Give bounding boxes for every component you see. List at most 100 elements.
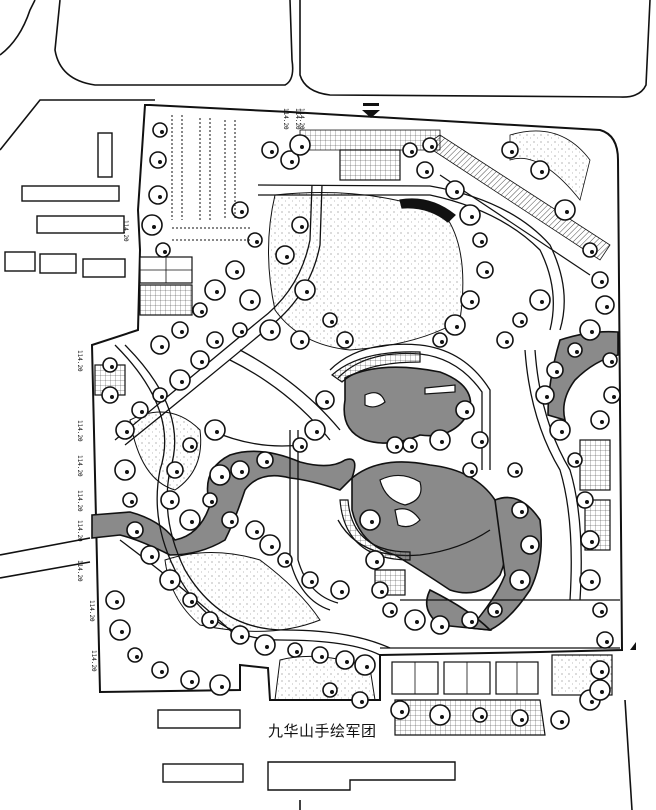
tree-canopy: [512, 312, 528, 328]
tree-canopy: [579, 569, 601, 591]
tree-canopy-shadow: [110, 395, 114, 399]
tree-canopy-shadow: [175, 470, 179, 474]
tree-canopy-shadow: [250, 300, 254, 304]
watermark-text: 九华山手绘军团: [268, 722, 377, 740]
western-channel: [91, 450, 356, 556]
tree-canopy-shadow: [530, 545, 534, 549]
tree-canopy-shadow: [495, 610, 499, 614]
tree-canopy-shadow: [590, 540, 594, 544]
tree-canopy: [590, 410, 610, 430]
entrance-arrow-icon: [630, 642, 636, 650]
tree-canopy-shadow: [270, 150, 274, 154]
tree-canopy: [101, 386, 119, 404]
tree-canopy: [422, 137, 438, 153]
tree-canopy: [591, 271, 609, 289]
tree-canopy-shadow: [170, 580, 174, 584]
tree-canopy-shadow: [300, 225, 304, 229]
tree-canopy-shadow: [590, 700, 594, 704]
tree-canopy: [127, 647, 143, 663]
tree-canopy: [322, 312, 338, 328]
tree-canopy: [520, 535, 540, 555]
tree-canopy: [402, 142, 418, 158]
tree-canopy: [245, 520, 265, 540]
tree-canopy-shadow: [160, 345, 164, 349]
tree-canopy: [259, 319, 281, 341]
tree-canopy: [160, 490, 180, 510]
tree-canopy-shadow: [540, 300, 544, 304]
tree-canopy-shadow: [330, 690, 334, 694]
tree-canopy: [404, 609, 426, 631]
tree-canopy-shadow: [315, 430, 319, 434]
tree-canopy-shadow: [240, 470, 244, 474]
tree-canopy-shadow: [300, 445, 304, 449]
elevation-label: 114.20: [298, 108, 305, 130]
tree-canopy-shadow: [520, 580, 524, 584]
west-street: [0, 537, 91, 579]
central-lawn: [268, 192, 464, 351]
tree-canopy: [231, 201, 249, 219]
tree-canopy: [429, 704, 451, 726]
tree-canopy-shadow: [575, 350, 579, 354]
tree-canopy-shadow: [255, 530, 259, 534]
tree-canopy: [549, 419, 571, 441]
islands: [364, 384, 456, 528]
tree-canopy-shadow: [440, 625, 444, 629]
tree-canopy: [460, 290, 480, 310]
tree-canopy: [247, 232, 263, 248]
tree-canopy-shadow: [305, 290, 309, 294]
tree-canopy-shadow: [295, 650, 299, 654]
tree-canopy: [126, 521, 144, 539]
tree-canopy-shadow: [285, 255, 289, 259]
tree-canopy-shadow: [255, 240, 259, 244]
tree-canopy: [202, 492, 218, 508]
tree-canopy: [149, 151, 167, 169]
tree-canopy-shadow: [470, 215, 474, 219]
tree-canopy: [122, 492, 138, 508]
tree-canopy: [476, 261, 494, 279]
tree-canopy: [429, 429, 451, 451]
tree-canopy-shadow: [163, 250, 167, 254]
tree-canopy-shadow: [110, 365, 114, 369]
tree-canopy-shadow: [270, 330, 274, 334]
tree-canopy-shadow: [200, 360, 204, 364]
tree-canopy-shadow: [240, 330, 244, 334]
tree-canopy-shadow: [590, 250, 594, 254]
tree-canopy-shadow: [590, 330, 594, 334]
elevation-label: 114.20: [122, 220, 129, 242]
tree-canopy-shadow: [600, 280, 604, 284]
tree-canopy-shadow: [152, 225, 156, 229]
tree-canopy: [225, 260, 245, 280]
south-lawn: [164, 552, 321, 632]
tree-canopy-shadow: [480, 240, 484, 244]
tree-canopy-shadow: [600, 610, 604, 614]
tree-canopy: [330, 580, 350, 600]
elevation-label: 114.20: [90, 650, 97, 672]
tree-canopy-shadow: [270, 545, 274, 549]
tree-canopy: [192, 302, 208, 318]
tree-canopy-shadow: [160, 670, 164, 674]
tree-canopy-shadow: [150, 555, 154, 559]
north-block-mid: [54, 0, 294, 86]
tree-canopy-shadow: [612, 395, 616, 399]
tree-canopy-shadow: [190, 445, 194, 449]
tree-canopy-shadow: [610, 360, 614, 364]
tree-canopy-shadow: [180, 380, 184, 384]
tree-canopy: [511, 709, 529, 727]
tree-canopy: [304, 419, 326, 441]
tree-canopy: [567, 452, 583, 468]
north-arrow-icon: [362, 103, 380, 118]
tree-canopy: [254, 634, 276, 656]
tree-canopy: [546, 361, 564, 379]
tree-canopy: [287, 642, 303, 658]
tree-canopy: [155, 242, 171, 258]
tree-canopy-shadow: [160, 395, 164, 399]
tree-canopy: [159, 569, 181, 591]
arc-pavilion: [399, 198, 456, 223]
tree-canopy: [529, 289, 551, 311]
tree-canopy: [289, 134, 311, 156]
tree-canopy-shadow: [190, 520, 194, 524]
tree-canopy-shadow: [520, 320, 524, 324]
tree-canopy-shadow: [125, 430, 129, 434]
tree-canopy: [579, 319, 601, 341]
